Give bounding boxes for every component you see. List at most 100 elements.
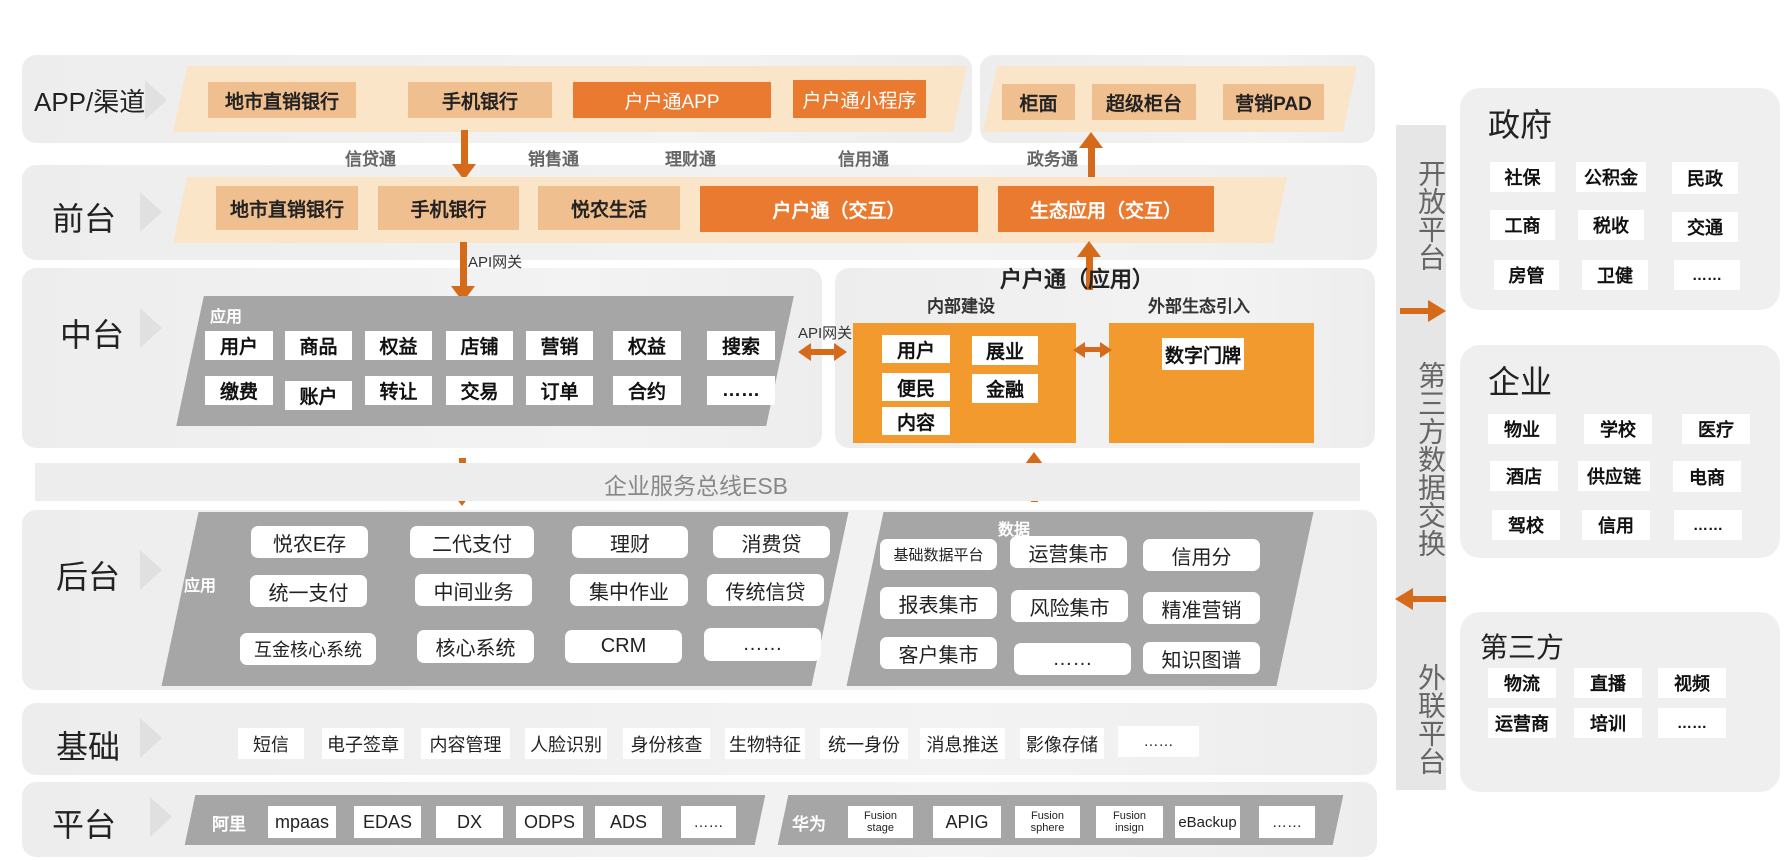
huawei-item: APIG bbox=[933, 806, 1001, 838]
middle-item: …… bbox=[707, 376, 775, 405]
chevron-icon bbox=[150, 797, 172, 837]
up-arrow-icon bbox=[1079, 132, 1103, 180]
data-item: 运营集市 bbox=[1010, 536, 1127, 568]
back-app-item: 二代支付 bbox=[410, 526, 534, 558]
right-arrow-icon bbox=[1400, 308, 1430, 314]
arrow-left-head-icon bbox=[798, 343, 811, 361]
base-item: 身份核查 bbox=[623, 728, 710, 759]
open-platform-strip: 开放平台 bbox=[1396, 125, 1446, 275]
base-item: 生物特征 bbox=[725, 728, 805, 759]
middle-item: 营销 bbox=[526, 331, 593, 360]
back-app-item: 消费贷 bbox=[713, 526, 830, 558]
back-app-item: 中间业务 bbox=[415, 574, 532, 606]
internal-item: 便民 bbox=[882, 373, 950, 401]
base-item: 消息推送 bbox=[920, 728, 1005, 759]
front-item: 生态应用（交互） bbox=[998, 186, 1214, 232]
arrow-right-head-icon bbox=[1428, 300, 1446, 322]
data-item: 风险集市 bbox=[1011, 590, 1128, 622]
arrow-right-head-icon bbox=[834, 343, 847, 361]
ali-item: …… bbox=[681, 806, 736, 838]
third-item: 物流 bbox=[1488, 668, 1556, 698]
third-item: 运营商 bbox=[1488, 708, 1556, 738]
middle-app-panel bbox=[176, 296, 794, 426]
ali-label: 阿里 bbox=[212, 815, 246, 834]
gov-item: 税收 bbox=[1578, 210, 1644, 240]
third-title: 第三方 bbox=[1480, 632, 1565, 663]
front-item: 手机银行 bbox=[378, 186, 519, 230]
ent-item: 电商 bbox=[1673, 461, 1741, 492]
back-app-label: 应用 bbox=[184, 578, 217, 595]
gov-item: 民政 bbox=[1672, 162, 1738, 194]
data-exchange-strip: 第三方数据交换 bbox=[1396, 320, 1446, 570]
back-app-item: 核心系统 bbox=[417, 630, 534, 663]
gov-item: 交通 bbox=[1672, 212, 1738, 242]
channel-label: 销售通 bbox=[528, 150, 579, 169]
gov-item: 社保 bbox=[1490, 162, 1555, 192]
layer-label-app: APP/渠道 bbox=[34, 87, 146, 117]
gov-item: 工商 bbox=[1490, 210, 1555, 240]
gov-item: 房管 bbox=[1494, 260, 1559, 290]
middle-item: 交易 bbox=[446, 376, 513, 405]
ent-item: 供应链 bbox=[1578, 461, 1650, 491]
middle-item: 搜索 bbox=[707, 331, 775, 360]
middle-item: 权益 bbox=[365, 331, 432, 360]
data-item: 客户集市 bbox=[880, 637, 997, 669]
base-item: 统一身份 bbox=[820, 728, 908, 759]
middle-item: 订单 bbox=[526, 376, 593, 405]
external-title: 外部生态引入 bbox=[1148, 297, 1250, 316]
third-item: 培训 bbox=[1574, 708, 1642, 738]
base-item: 影像存储 bbox=[1020, 728, 1104, 759]
chevron-icon bbox=[140, 550, 162, 590]
huawei-item: Fusion insign bbox=[1096, 806, 1163, 838]
middle-item: 合约 bbox=[613, 376, 681, 405]
layer-label-base: 基础 bbox=[56, 729, 121, 765]
ent-item: 物业 bbox=[1488, 414, 1556, 444]
back-app-item: 互金核心系统 bbox=[240, 633, 376, 665]
middle-item: 账户 bbox=[285, 381, 352, 410]
back-app-item: 传统信贷 bbox=[707, 574, 824, 606]
third-item: …… bbox=[1658, 708, 1726, 738]
esb-bar bbox=[35, 463, 1360, 501]
back-data-label: 数据 bbox=[998, 522, 1031, 539]
base-item: 电子签章 bbox=[322, 728, 404, 759]
data-item: 信用分 bbox=[1143, 539, 1260, 571]
internal-item: 内容 bbox=[882, 407, 950, 435]
internal-item: 金融 bbox=[972, 374, 1038, 403]
base-item: 人脸识别 bbox=[525, 728, 607, 759]
ent-item: …… bbox=[1674, 510, 1742, 540]
middle-item: 权益 bbox=[613, 331, 681, 360]
front-item: 悦农生活 bbox=[538, 186, 680, 230]
channel-label: 政务通 bbox=[1027, 150, 1078, 169]
ent-item: 学校 bbox=[1584, 414, 1652, 444]
data-item: …… bbox=[1014, 643, 1131, 675]
arrow-right-head-icon bbox=[1100, 342, 1112, 358]
huawei-item: Fusion stage bbox=[848, 806, 913, 838]
bidirectional-arrow-icon bbox=[808, 349, 838, 355]
third-item: 视频 bbox=[1658, 668, 1726, 698]
api-gateway-label: API网关 bbox=[468, 254, 523, 271]
back-app-item: 集中作业 bbox=[570, 574, 688, 606]
middle-item: 用户 bbox=[205, 331, 273, 360]
ali-item: EDAS bbox=[354, 806, 421, 838]
ent-item: 驾校 bbox=[1492, 510, 1560, 540]
down-arrow-icon bbox=[451, 242, 475, 302]
gov-title: 政府 bbox=[1488, 107, 1553, 143]
up-arrow-icon bbox=[1077, 241, 1101, 290]
external-platform-strip: 外联平台 bbox=[1396, 615, 1446, 790]
internal-item: 展业 bbox=[972, 336, 1038, 365]
app-item: 手机银行 bbox=[408, 82, 552, 118]
data-item: 基础数据平台 bbox=[880, 539, 997, 570]
huawei-item: eBackup bbox=[1175, 806, 1240, 838]
layer-label-middle: 中台 bbox=[60, 317, 125, 353]
data-item: 精准营销 bbox=[1143, 592, 1260, 624]
ent-item: 酒店 bbox=[1490, 461, 1558, 491]
ali-item: mpaas bbox=[268, 806, 336, 838]
base-item: 内容管理 bbox=[421, 728, 510, 759]
gov-item: 卫健 bbox=[1582, 260, 1648, 290]
front-item: 地市直销银行 bbox=[216, 186, 358, 230]
middle-item: 转让 bbox=[365, 376, 432, 405]
down-arrow-icon bbox=[452, 130, 476, 180]
base-item: …… bbox=[1118, 726, 1199, 757]
bidirectional-arrow-icon bbox=[1084, 347, 1104, 352]
ali-item: ODPS bbox=[516, 806, 583, 838]
